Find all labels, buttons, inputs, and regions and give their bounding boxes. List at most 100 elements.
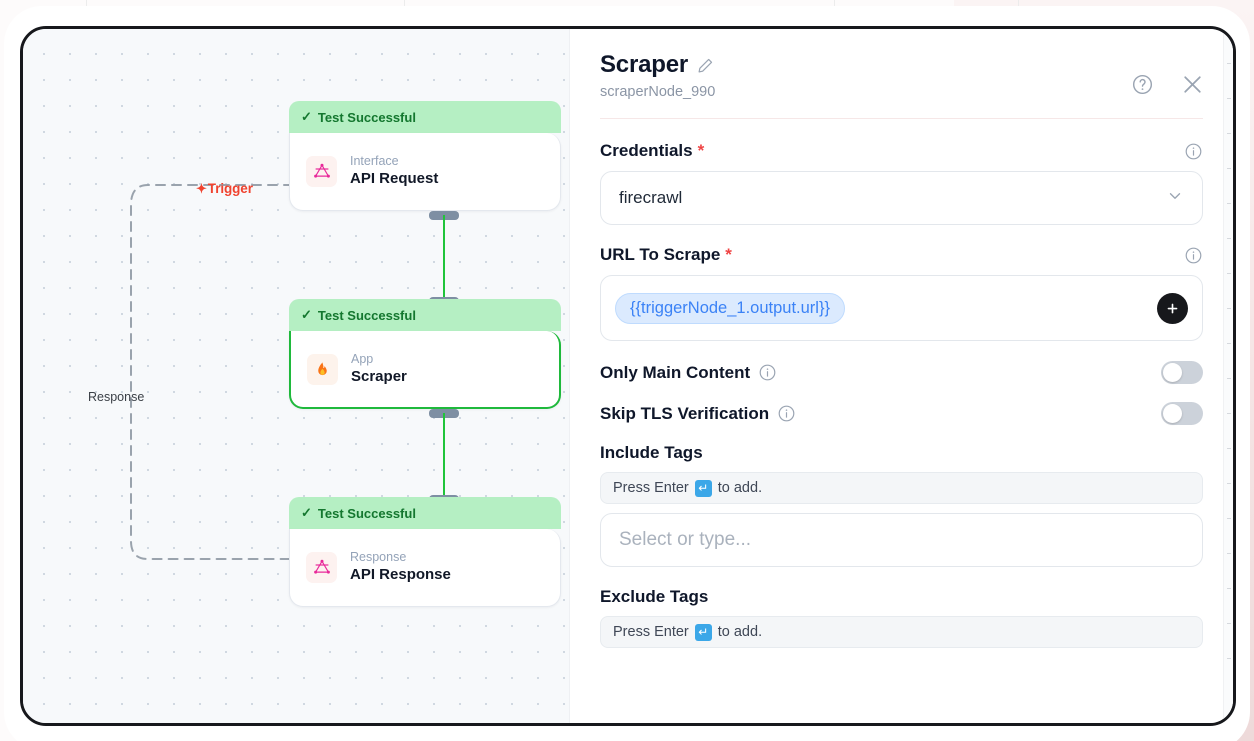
field-label: Credentials * [600,141,704,161]
info-icon[interactable] [777,404,796,423]
panel-body: Credentials * firecrawl [570,119,1233,723]
scrollbar-tick [1227,98,1231,99]
question-circle-icon[interactable] [1131,73,1154,96]
close-icon[interactable] [1180,72,1205,97]
field-label-text: URL To Scrape [600,245,721,264]
field-label-row: Credentials * [600,141,1203,161]
node-title-label: API Response [350,566,451,584]
node-id-label: scraperNode_990 [600,84,716,100]
field-only-main-content: Only Main Content [600,361,1203,384]
scrollbar-tick [1227,273,1231,274]
node-text: App Scraper [351,352,407,387]
field-label: Skip TLS Verification [600,404,796,424]
workflow-node-api-request[interactable]: ✓ Test Successful Interfac [289,101,561,211]
credentials-value: firecrawl [619,188,683,207]
url-to-scrape-input[interactable]: {{triggerNode_1.output.url}} [600,275,1203,341]
skip-tls-verification-toggle[interactable] [1161,402,1203,425]
chevron-down-icon [1166,187,1184,210]
info-icon[interactable] [758,363,777,382]
toggle-knob [1163,363,1182,382]
header-divider [600,118,1203,119]
field-label-text: Include Tags [600,443,703,462]
field-label-text: Only Main Content [600,362,751,382]
field-label-text: Skip TLS Verification [600,403,770,423]
check-icon: ✓ [301,307,312,322]
scrollbar-tick [1227,553,1231,554]
node-status-badge: ✓ Test Successful [289,299,561,331]
node-kind-label: Interface [350,154,399,169]
panel-scrollbar[interactable] [1223,29,1233,723]
scrollbar-tick [1227,168,1231,169]
field-label-text: Exclude Tags [600,587,709,606]
enter-key-icon: ↵ [694,623,712,641]
field-label-text: Credentials [600,141,693,160]
field-exclude-tags: Exclude Tags Press Enter ↵ to add. [600,587,1203,648]
node-kind-label: Response [350,550,407,565]
include-tags-input[interactable]: Select or type... [600,513,1203,567]
node-body[interactable]: App Scraper [289,331,561,409]
node-status-badge: ✓ Test Successful [289,101,561,133]
hint-suffix: to add. [717,624,763,640]
workflow-node-api-response[interactable]: ✓ Test Successful Response [289,497,561,607]
scrollbar-tick [1227,413,1231,414]
pencil-icon[interactable] [697,57,714,74]
field-url-to-scrape: URL To Scrape * {{triggerNode_1.output.u… [600,245,1203,341]
field-skip-tls-verification: Skip TLS Verification [600,402,1203,425]
node-title-label: Scraper [351,367,407,385]
node-status-text: Test Successful [317,505,416,521]
workflow-node-scraper[interactable]: ✓ Test Successful App Scraper [289,299,561,409]
node-text: Response API Response [350,550,451,585]
trigger-label-text: Trigger [207,181,253,196]
hint-prefix: Press Enter [613,624,689,640]
graphql-icon [306,156,337,187]
node-body[interactable]: Interface API Request [289,133,561,211]
node-status-badge: ✓ Test Successful [289,497,561,529]
lightning-icon: ✦ [196,181,207,196]
scrollbar-tick [1227,448,1231,449]
field-label-row: URL To Scrape * [600,245,1203,265]
trigger-label: ✦ Trigger [196,181,253,196]
include-tags-hint: Press Enter ↵ to add. [600,472,1203,504]
scrollbar-tick [1227,658,1231,659]
field-credentials: Credentials * firecrawl [600,141,1203,225]
only-main-content-toggle[interactable] [1161,361,1203,384]
graphql-icon [306,552,337,583]
field-label: URL To Scrape * [600,245,732,265]
panel-header: Scraper scraperNode_990 [570,29,1233,100]
scrollbar-tick [1227,308,1231,309]
credentials-select[interactable]: firecrawl [600,171,1203,225]
workflow-canvas[interactable]: ✦ Trigger Response ✓ Test Successful [23,29,569,723]
info-icon[interactable] [1184,142,1203,161]
node-settings-panel: Scraper scraperNode_990 [569,29,1233,723]
required-marker: * [725,245,732,264]
check-icon: ✓ [301,505,312,520]
toggle-knob [1163,404,1182,423]
required-marker: * [697,141,705,160]
node-status-text: Test Successful [317,109,416,125]
node-status-text: Test Successful [317,307,416,323]
node-body[interactable]: Response API Response [289,529,561,607]
enter-key-icon: ↵ [694,479,712,497]
response-label: Response [88,390,145,404]
scrollbar-tick [1227,483,1231,484]
connector-edge [443,215,445,301]
add-variable-button[interactable] [1157,292,1188,324]
hint-prefix: Press Enter [613,480,689,496]
flame-icon [307,353,338,385]
connector-edge [443,413,445,497]
app-window: ✦ Trigger Response ✓ Test Successful [20,26,1236,726]
node-title-label: API Request [350,170,439,188]
info-icon[interactable] [1184,246,1203,265]
include-tags-placeholder: Select or type... [619,529,752,550]
panel-actions [1131,72,1205,97]
scrollbar-tick [1227,133,1231,134]
variable-token[interactable]: {{triggerNode_1.output.url}} [615,292,845,324]
exclude-tags-hint: Press Enter ↵ to add. [600,616,1203,648]
hint-suffix: to add. [717,480,763,496]
scrollbar-tick [1227,203,1231,204]
scrollbar-tick [1227,588,1231,589]
node-kind-label: App [351,351,374,366]
node-text: Interface API Request [350,154,438,189]
check-icon: ✓ [301,109,312,124]
